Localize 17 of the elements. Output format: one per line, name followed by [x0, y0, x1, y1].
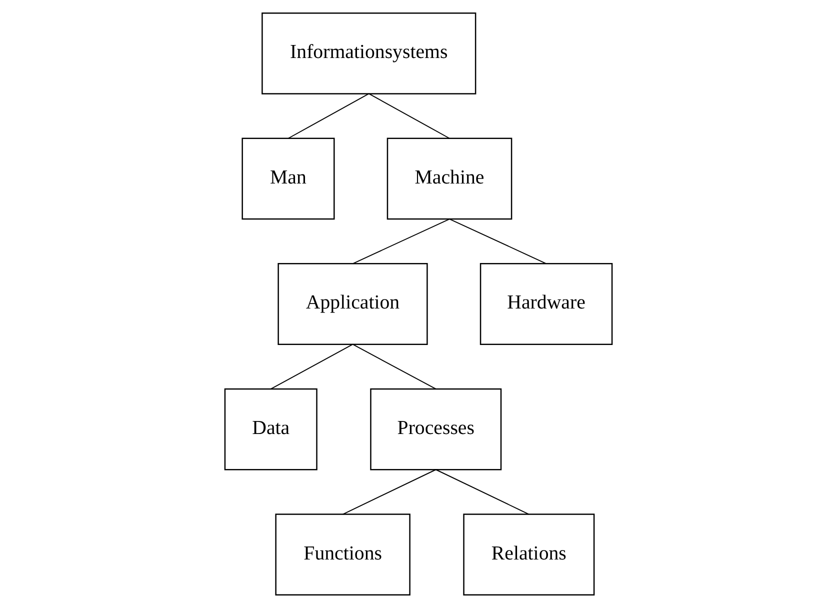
node-box: Man [242, 138, 335, 220]
node-box: Hardware [480, 263, 613, 345]
connector [288, 93, 370, 139]
node-box: Relations [463, 514, 595, 596]
connector [342, 469, 436, 515]
connector [352, 344, 436, 390]
node-box: Processes [370, 388, 502, 470]
node-box: Data [224, 388, 318, 470]
connector [270, 344, 354, 390]
node-box: Machine [386, 138, 512, 220]
connector [368, 93, 450, 139]
node-box: Functions [275, 514, 410, 596]
connector [352, 218, 450, 264]
node-box: Informationsystems [262, 12, 476, 94]
node-box: Application [278, 263, 428, 345]
connector [449, 218, 547, 264]
connector [435, 469, 530, 515]
